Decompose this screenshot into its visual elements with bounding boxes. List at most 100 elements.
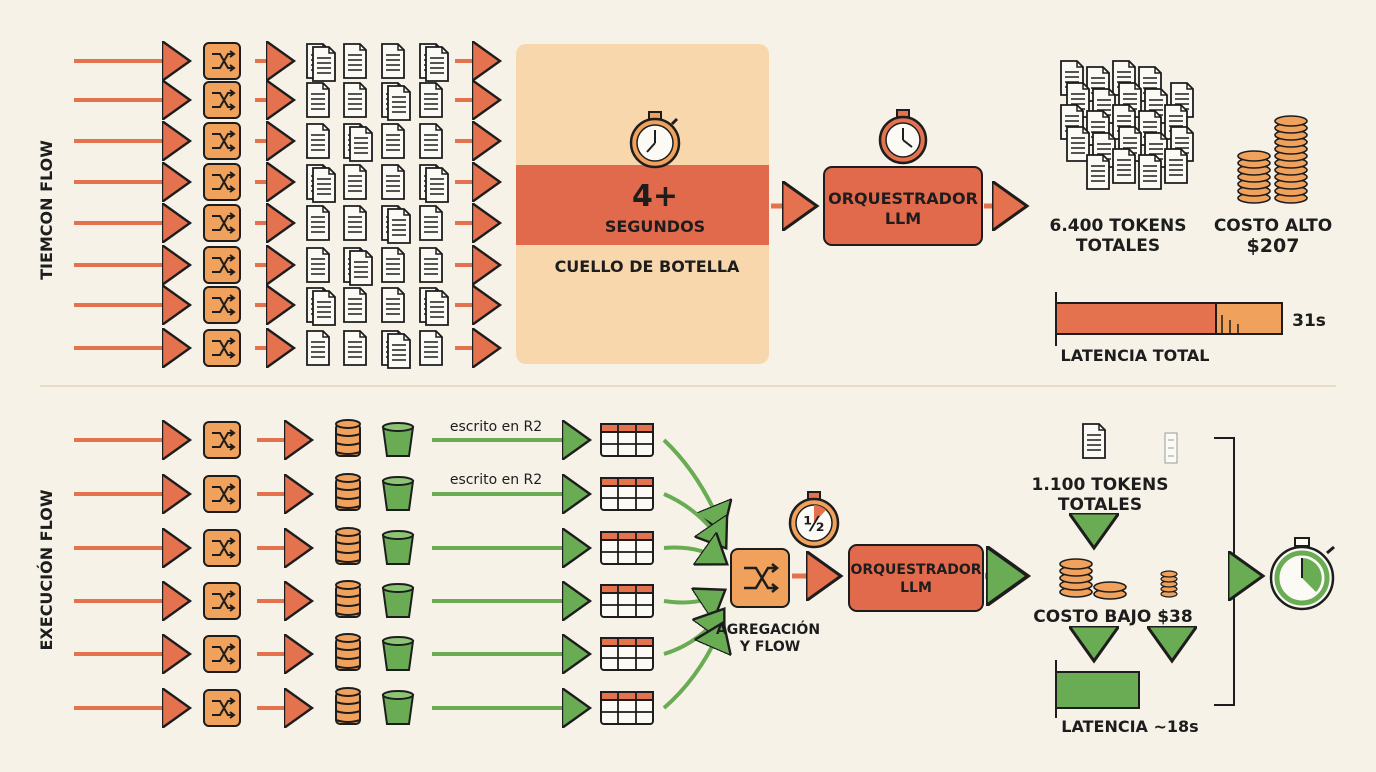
document-icon xyxy=(1066,126,1090,162)
document-icon xyxy=(1112,148,1136,184)
aggregation-node xyxy=(730,548,790,608)
document-icon xyxy=(419,247,443,283)
document-icon xyxy=(349,126,373,162)
database-icon xyxy=(335,633,361,671)
top-row xyxy=(74,204,496,244)
top-row xyxy=(74,81,496,121)
document-icon xyxy=(425,46,449,82)
top-flow: TIEMCON FLOW 4+ SEGUNDOS CUELLO DE BOTEL… xyxy=(37,43,1332,369)
top-latency-label: LATENCIA TOTAL xyxy=(1061,346,1210,365)
converging-arrows xyxy=(662,438,724,710)
shuffle-icon xyxy=(203,81,241,119)
bottom-row xyxy=(74,473,654,513)
top-row xyxy=(74,43,496,82)
top-tokens-line2: TOTALES xyxy=(1076,236,1160,256)
aggregation-line2: Y FLOW xyxy=(739,639,800,655)
top-document-cluster xyxy=(1060,60,1194,190)
shuffle-icon xyxy=(203,122,241,160)
flow-arrow xyxy=(663,592,722,603)
table-icon xyxy=(600,584,654,618)
shuffle-icon xyxy=(203,246,241,284)
document-icon xyxy=(425,167,449,203)
database-icon xyxy=(335,419,361,457)
r2-note-1: escrito en R2 xyxy=(450,419,542,435)
shuffle-icon xyxy=(203,163,241,201)
ruler-icon xyxy=(1164,432,1178,464)
coin xyxy=(1059,558,1093,570)
aggregation-line1: AGREGACIÓN xyxy=(716,620,820,638)
top-row xyxy=(74,329,496,369)
shuffle-icon xyxy=(203,204,241,242)
document-icon xyxy=(349,250,373,286)
bottom-row xyxy=(74,580,654,620)
document-icon xyxy=(343,287,367,323)
top-tokens-line1: 6.400 TOKENS xyxy=(1050,216,1187,236)
bucket-icon xyxy=(382,583,414,618)
shuffle-icon xyxy=(203,421,241,459)
top-latency-value: 31s xyxy=(1292,311,1326,331)
summary-bracket xyxy=(1214,437,1235,706)
document-icon xyxy=(306,82,330,118)
document-icon xyxy=(1138,154,1162,190)
document-icon xyxy=(425,290,449,326)
document-icon xyxy=(312,167,336,203)
stopwatch-icon: ½ xyxy=(788,491,840,549)
document-icon xyxy=(1082,423,1106,459)
coin xyxy=(1274,115,1308,127)
top-cost-line2: $207 xyxy=(1247,235,1300,257)
top-row xyxy=(74,122,496,162)
bucket-icon xyxy=(382,530,414,565)
bottom-row xyxy=(74,527,654,567)
bottom-latency-bar xyxy=(1055,660,1140,718)
coin xyxy=(1160,570,1178,578)
bucket-icon xyxy=(382,690,414,725)
bottom-orchestrator-line1: ORQUESTRADOR xyxy=(850,562,981,578)
bottleneck-panel: 4+ SEGUNDOS CUELLO DE BOTELLA xyxy=(516,44,769,364)
top-latency-bar xyxy=(1055,292,1283,346)
bottom-flow: EXECUCIÓN FLOW escrito en R2 escrito en … xyxy=(37,419,1335,736)
top-orchestrator-line2: LLM xyxy=(885,209,921,228)
table-icon xyxy=(600,423,654,457)
document-icon xyxy=(306,247,330,283)
shuffle-icon xyxy=(203,529,241,567)
bottom-orchestrator-line2: LLM xyxy=(900,580,932,596)
top-row xyxy=(74,246,496,286)
shuffle-icon xyxy=(203,475,241,513)
document-icon xyxy=(343,82,367,118)
stopwatch-icon xyxy=(878,109,928,165)
top-cost-line1: COSTO ALTO xyxy=(1214,216,1332,236)
bucket-icon xyxy=(382,476,414,511)
bottom-flow-label: EXECUCIÓN FLOW xyxy=(37,489,56,650)
document-icon xyxy=(1164,148,1188,184)
document-icon xyxy=(381,43,405,79)
database-icon xyxy=(335,473,361,511)
document-icon xyxy=(387,333,411,369)
bucket-icon xyxy=(382,422,414,457)
top-row xyxy=(74,287,496,326)
document-icon xyxy=(381,123,405,159)
timer-label: ½ xyxy=(804,512,825,536)
bottom-orchestrator: ORQUESTRADOR LLM xyxy=(848,544,984,612)
bottom-cost-label: COSTO BAJO $38 xyxy=(1033,607,1192,627)
document-icon xyxy=(419,330,443,366)
document-icon xyxy=(343,43,367,79)
table-icon xyxy=(600,477,654,511)
document-icon xyxy=(419,82,443,118)
document-icon xyxy=(419,123,443,159)
top-input-rows xyxy=(74,43,496,369)
bucket-icon xyxy=(382,636,414,671)
document-icon xyxy=(343,205,367,241)
database-icon xyxy=(335,687,361,725)
document-icon xyxy=(312,290,336,326)
bottom-row xyxy=(74,687,654,726)
table-icon xyxy=(600,531,654,565)
bottom-tokens-line1: 1.100 TOKENS xyxy=(1032,475,1169,495)
shuffle-icon xyxy=(203,329,241,367)
r2-note-2: escrito en R2 xyxy=(450,472,542,488)
shuffle-icon xyxy=(203,582,241,620)
document-icon xyxy=(387,208,411,244)
bottom-row xyxy=(74,633,654,672)
bottom-row xyxy=(74,419,654,459)
document-icon xyxy=(343,330,367,366)
